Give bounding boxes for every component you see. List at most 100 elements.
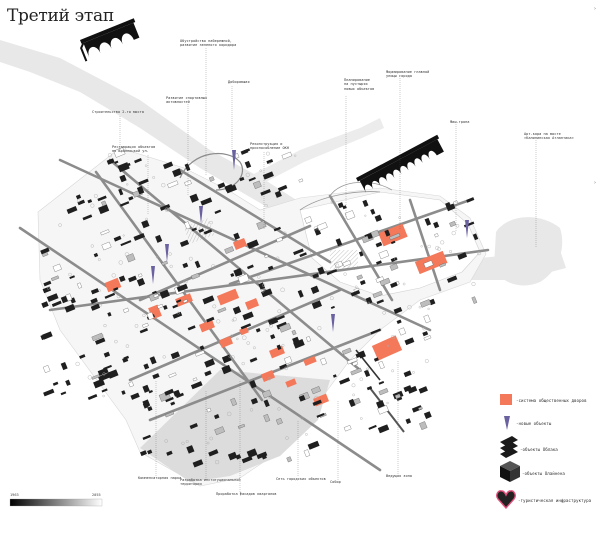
building (370, 208, 376, 215)
tree (206, 441, 210, 445)
building (240, 148, 249, 155)
tree (236, 337, 239, 341)
legend-label-new-objects: -новые объекты (516, 421, 552, 426)
bridge-east (356, 134, 444, 193)
tree (107, 153, 112, 158)
building (161, 260, 168, 266)
tree (162, 355, 166, 359)
tree (386, 401, 389, 405)
building (424, 217, 432, 226)
tree (412, 371, 415, 374)
building (335, 238, 343, 247)
building (346, 357, 358, 365)
tree (407, 305, 412, 310)
building (393, 306, 403, 314)
building (172, 304, 179, 309)
building (293, 338, 305, 349)
building (267, 265, 274, 271)
building (65, 379, 71, 386)
tree (90, 244, 94, 248)
tree (391, 369, 394, 373)
building (298, 394, 306, 402)
building (377, 405, 389, 415)
building (232, 306, 242, 315)
building (316, 412, 325, 418)
building (365, 296, 373, 305)
building (244, 160, 252, 169)
legend-icon-olainen-cube (500, 461, 520, 482)
building (119, 174, 127, 183)
building-blocks (40, 147, 482, 468)
building (90, 288, 100, 295)
building (162, 161, 174, 170)
building (139, 450, 147, 457)
building (121, 390, 126, 395)
building (384, 229, 391, 237)
building (190, 381, 203, 390)
building (75, 194, 82, 200)
building (51, 300, 62, 307)
building (263, 413, 271, 423)
street-network (18, 158, 490, 472)
building (376, 400, 385, 409)
building (203, 229, 213, 235)
building (230, 397, 238, 407)
building (98, 204, 110, 215)
annotation-main-street: Формирование главной улицы города (386, 70, 430, 79)
building (187, 325, 196, 331)
building (350, 367, 362, 376)
building (373, 357, 379, 362)
building (184, 163, 191, 172)
building (279, 363, 288, 370)
building (439, 262, 447, 268)
building (370, 328, 381, 335)
page-title: Третий этап (7, 6, 114, 26)
tree (398, 216, 401, 219)
building (118, 275, 126, 283)
tree (47, 287, 50, 290)
building (471, 296, 478, 304)
building (97, 367, 109, 376)
tree (103, 324, 107, 328)
building (170, 401, 176, 406)
building (260, 288, 273, 298)
building (119, 201, 130, 207)
building (379, 277, 391, 287)
building (118, 188, 124, 196)
building (107, 312, 112, 317)
building (291, 329, 297, 336)
building (246, 448, 258, 458)
tree (58, 223, 62, 227)
building (142, 434, 152, 441)
building (258, 282, 266, 290)
tree (228, 355, 231, 358)
building (142, 322, 149, 328)
building (420, 299, 432, 308)
building (41, 301, 49, 309)
building (311, 386, 321, 395)
building (376, 260, 382, 265)
building (43, 280, 52, 287)
building (239, 176, 245, 182)
building (138, 273, 143, 278)
building (372, 290, 383, 299)
building (165, 396, 174, 403)
building (378, 388, 389, 396)
building (148, 389, 153, 394)
tree (87, 375, 92, 380)
building (249, 380, 257, 389)
building (164, 388, 174, 396)
legend-label-olainen: -объекты Олайнена (522, 471, 565, 476)
building (94, 337, 106, 345)
building (374, 214, 383, 222)
building (164, 411, 175, 418)
building (353, 287, 360, 292)
leader-lines (119, 48, 537, 492)
building (273, 226, 281, 232)
building (93, 252, 99, 258)
tree (418, 305, 422, 309)
tree (97, 258, 101, 261)
building (237, 273, 250, 285)
tree (181, 441, 185, 445)
